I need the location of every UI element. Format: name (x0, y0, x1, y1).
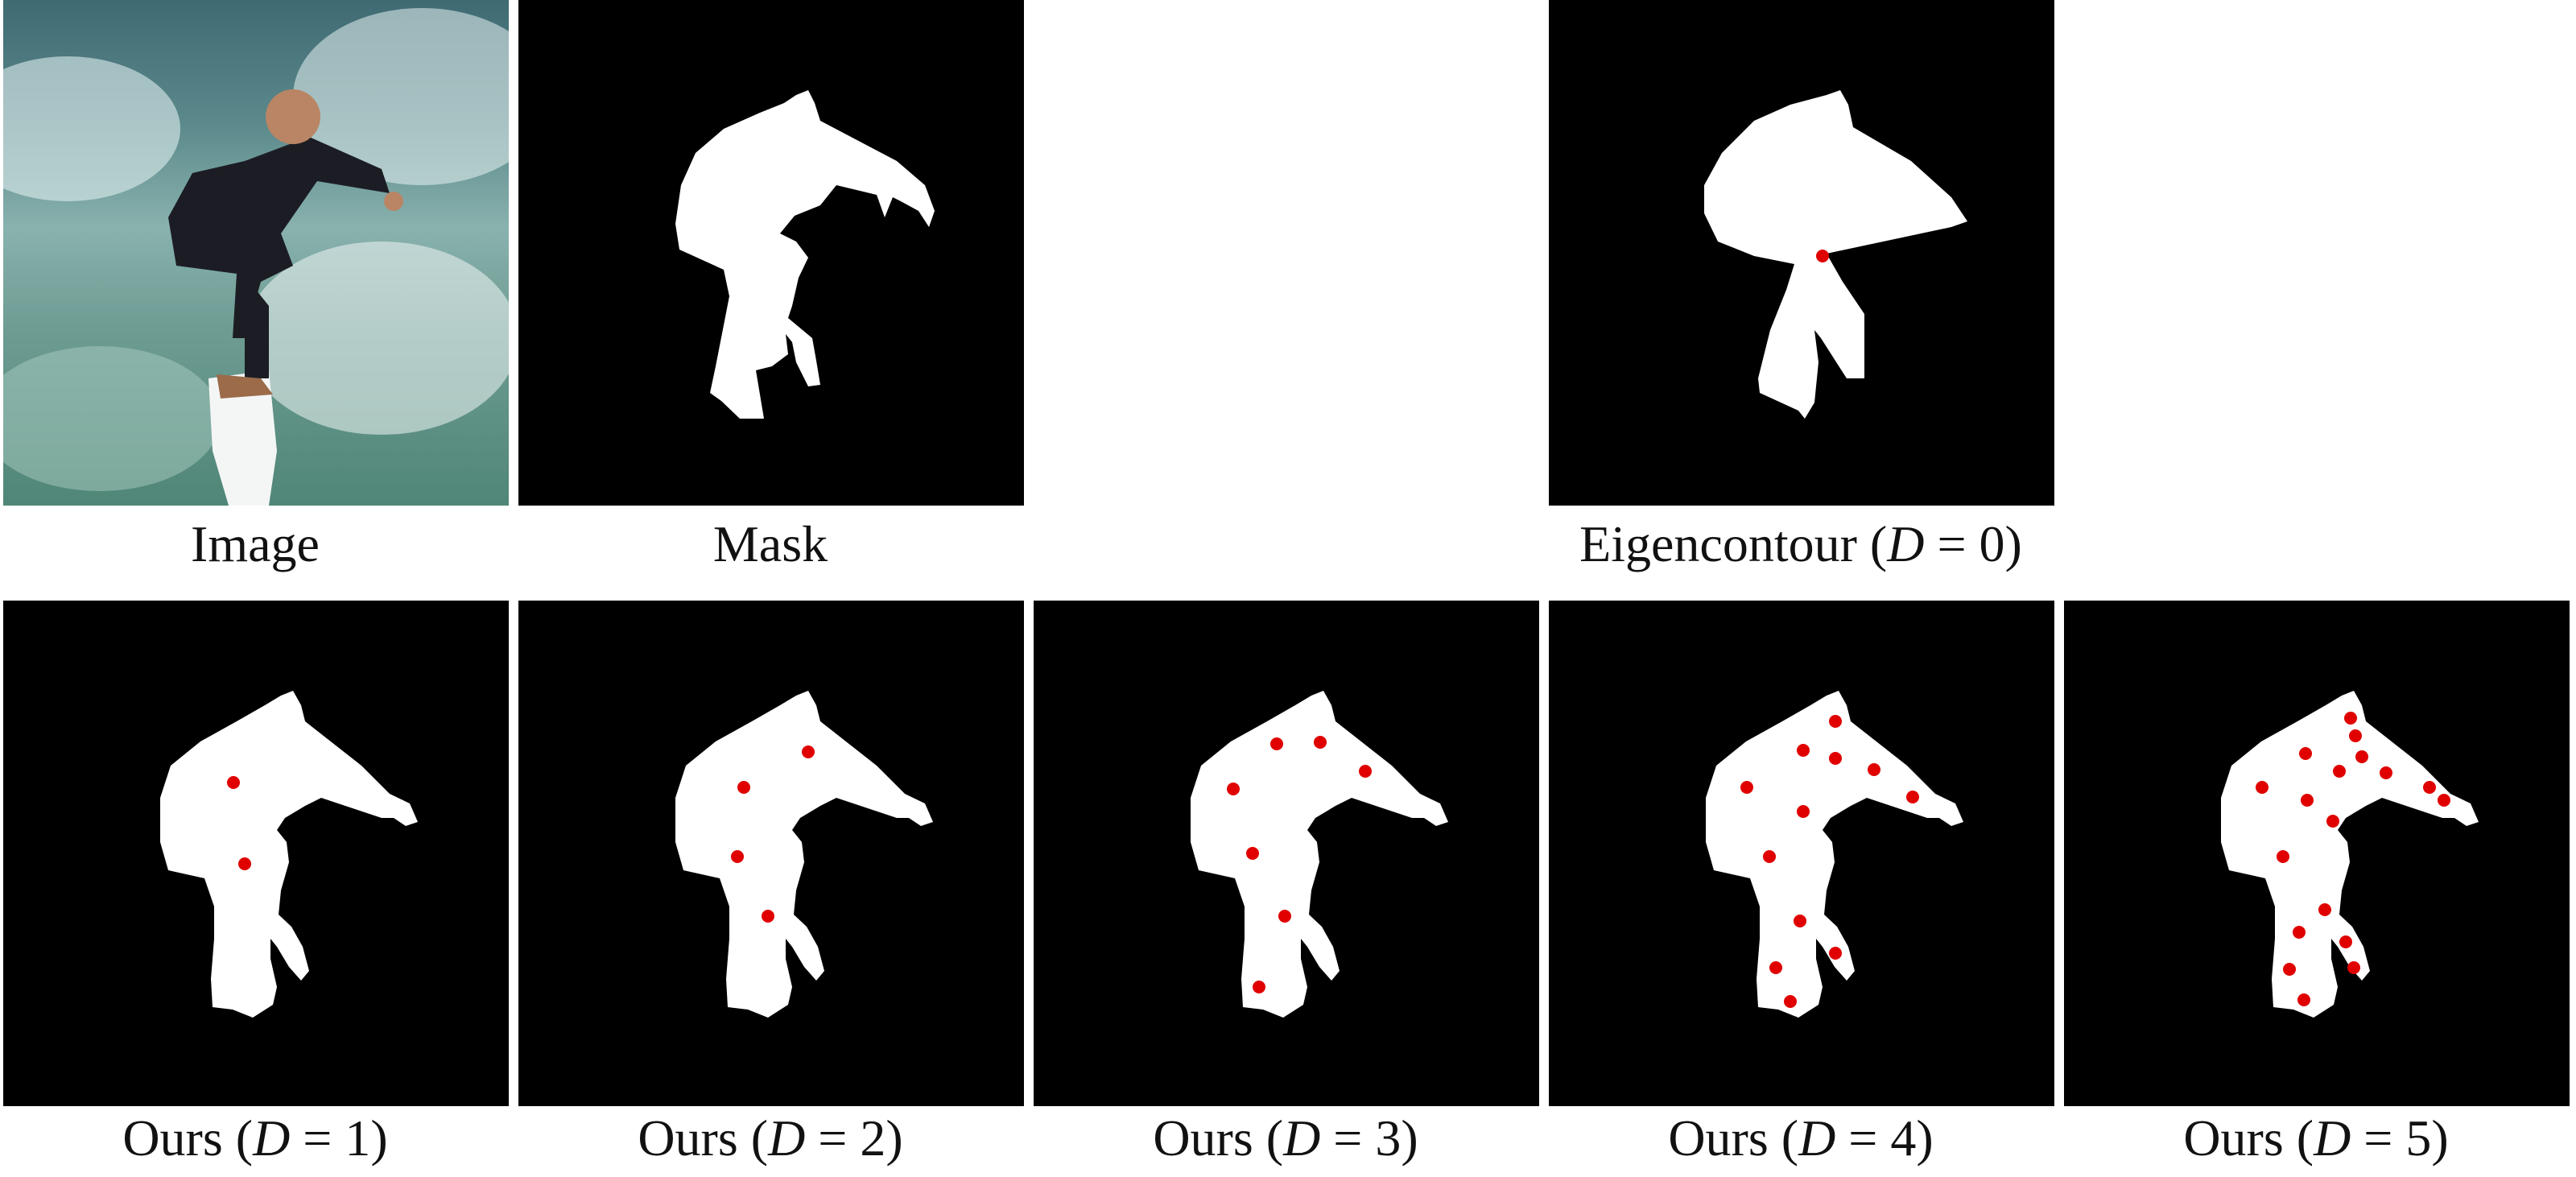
mask-silhouette (675, 90, 935, 419)
contour-point (2277, 850, 2289, 863)
contour-point (731, 850, 744, 863)
contour-point (2297, 993, 2310, 1006)
ours-d3-points (1227, 736, 1372, 993)
contour-point (2347, 961, 2360, 974)
ours-d2-panel (518, 601, 1024, 1106)
contour-point (1246, 847, 1259, 860)
contour-point (2438, 794, 2450, 807)
caption-ours-d1: Ours (D = 1) (122, 1109, 388, 1167)
ours-d5-panel (2064, 601, 2570, 1106)
contour-point (2293, 926, 2306, 939)
contour-point (2283, 963, 2296, 976)
caption-image: Image (191, 515, 320, 572)
ours-d4-points (1740, 715, 1919, 1008)
ours-d2-points (731, 745, 815, 923)
contour-point (1227, 783, 1240, 795)
caption-ours-d4: Ours (D = 4) (1668, 1109, 1934, 1167)
contour-point (2301, 794, 2314, 807)
contour-point (1278, 910, 1291, 923)
ours-d2-silhouette (675, 691, 933, 1018)
contour-point (1763, 850, 1776, 863)
contour-point (1829, 715, 1842, 728)
contour-point (1797, 744, 1810, 757)
contour-point (1829, 947, 1842, 960)
contour-point (1270, 737, 1283, 750)
contour-point (2339, 935, 2352, 948)
mask-panel (518, 0, 1024, 506)
eigencontour-panel (1549, 0, 2054, 506)
contour-point (802, 745, 815, 758)
contour-point (1868, 763, 1880, 776)
caption-ours-d5: Ours (D = 5) (2183, 1109, 2449, 1167)
surfer-illustration (3, 8, 509, 506)
contour-point (1784, 995, 1797, 1008)
contour-point (1797, 805, 1810, 818)
caption-mask: Mask (712, 515, 828, 572)
ours-d4-silhouette (1706, 691, 1963, 1018)
contour-point (1906, 791, 1919, 803)
contour-point (1794, 915, 1806, 927)
contour-point (737, 781, 750, 794)
contour-point (2256, 781, 2268, 794)
contour-point (227, 776, 240, 789)
ours-d5-silhouette (2221, 691, 2479, 1018)
image-panel (3, 0, 509, 506)
contour-point (2344, 712, 2357, 725)
contour-point (1816, 250, 1829, 262)
contour-point (2355, 750, 2368, 763)
contour-point (1829, 752, 1842, 765)
ours-d3-silhouette (1191, 691, 1448, 1018)
contour-point (2380, 766, 2392, 779)
ours-d1-points (227, 776, 251, 870)
contour-point (2326, 815, 2339, 828)
contour-point (1314, 736, 1327, 749)
ours-d1-silhouette (160, 691, 418, 1018)
contour-point (2299, 747, 2312, 760)
eigencontour-silhouette (1704, 90, 1967, 419)
contour-point (1253, 981, 1265, 993)
contour-point (2423, 781, 2436, 794)
contour-point (1359, 765, 1372, 778)
caption-ours-d3: Ours (D = 3) (1153, 1109, 1418, 1167)
contour-point (1769, 961, 1782, 974)
contour-point (1740, 781, 1753, 794)
caption-eigencontour: Eigencontour (D = 0) (1579, 515, 2022, 572)
caption-ours-d2: Ours (D = 2) (638, 1109, 903, 1167)
ours-d1-panel (3, 601, 509, 1106)
contour-point (762, 910, 774, 923)
contour-point (238, 857, 251, 870)
contour-point (2333, 765, 2346, 778)
contour-point (2318, 903, 2331, 916)
ours-d5-points (2256, 712, 2450, 1006)
ours-d3-panel (1034, 601, 1539, 1106)
contour-point (2349, 729, 2362, 742)
ours-d4-panel (1549, 601, 2054, 1106)
